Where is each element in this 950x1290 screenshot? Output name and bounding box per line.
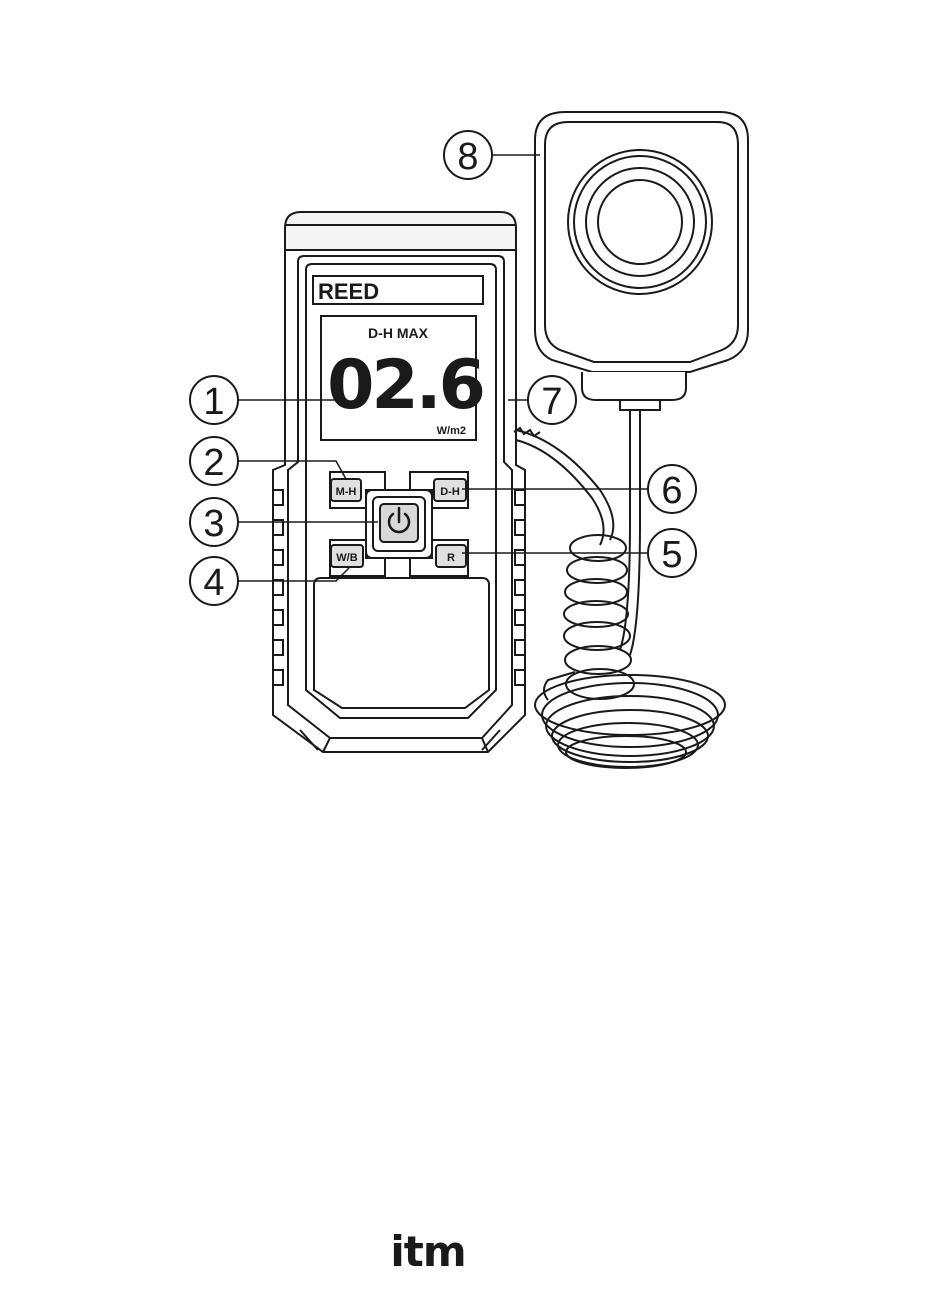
callout-8: 8 [444, 131, 492, 179]
lcd-reading: 02.6 [327, 346, 483, 425]
lcd-unit: W/m2 [437, 425, 466, 437]
itm-logo: itm [388, 1222, 468, 1280]
wb-button-label: W/B [336, 552, 357, 564]
svg-text:1: 1 [203, 381, 224, 423]
svg-text:8: 8 [457, 136, 478, 178]
callout-5: 5 [648, 529, 696, 577]
callout-6: 6 [648, 465, 696, 513]
brand-text: REED [318, 279, 379, 304]
callout-3: 3 [190, 498, 238, 546]
lcd-mode-text: D-H MAX [368, 325, 429, 341]
dh-button-label: D-H [440, 486, 460, 498]
svg-text:6: 6 [661, 470, 682, 512]
sensor-cable [514, 410, 725, 768]
sensor-head [535, 112, 748, 410]
svg-text:2: 2 [203, 442, 224, 484]
mh-button-label: M-H [336, 486, 357, 498]
svg-text:7: 7 [541, 381, 562, 423]
r-button-label: R [447, 552, 455, 564]
svg-text:4: 4 [203, 562, 224, 604]
callout-2: 2 [190, 437, 238, 485]
brand-label: REED [313, 276, 483, 304]
svg-text:5: 5 [661, 534, 682, 576]
callout-7: 7 [528, 376, 576, 424]
callout-4: 4 [190, 557, 238, 605]
lcd-display: D-H MAX 02.6 W/m2 [321, 316, 483, 440]
callout-1: 1 [190, 376, 238, 424]
svg-text:3: 3 [203, 503, 224, 545]
